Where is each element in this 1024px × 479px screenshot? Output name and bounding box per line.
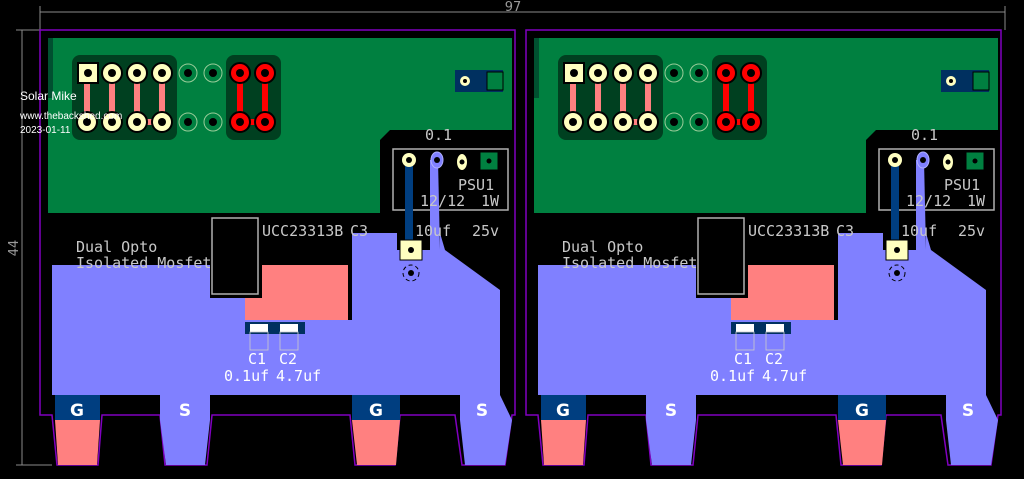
tab-label: S <box>476 401 488 421</box>
tab-label: G <box>556 401 570 421</box>
desc-line1: Dual Opto <box>562 238 643 256</box>
c1-label: C1 <box>248 350 266 368</box>
website-label: www.thebackshed.com <box>20 111 123 122</box>
edge-strip <box>48 38 53 98</box>
desc-line1: Dual Opto <box>76 238 157 256</box>
source-tab <box>160 395 210 465</box>
c2-label: C2 <box>765 350 783 368</box>
ic-footprint <box>697 217 745 295</box>
tab-label: S <box>962 401 974 421</box>
c3-value: 10uf <box>415 222 451 240</box>
date-label: 2023-01-11 <box>20 125 71 136</box>
c3-label: C3 <box>350 222 368 240</box>
header-pads <box>76 62 276 133</box>
c3-voltage: 25v <box>472 222 499 240</box>
tab-label: G <box>855 401 869 421</box>
psu-ratio: 12/12 <box>906 192 951 210</box>
dimension-width-label: 97 <box>505 0 522 15</box>
desc-line2: Isolated Mosfet <box>76 254 211 272</box>
author-label: Solar Mike <box>20 89 77 103</box>
c2-value: 4.7uf <box>762 367 807 385</box>
tab-label: G <box>369 401 383 421</box>
copper-pour-blue <box>538 233 986 395</box>
source-tab <box>646 395 696 465</box>
source-tab <box>946 395 998 465</box>
psu-top-label: 0.1 <box>911 126 938 144</box>
psu-ratio: 12/12 <box>420 192 465 210</box>
c1-value: 0.1uf <box>710 367 755 385</box>
ic-footprint <box>211 217 259 295</box>
tab-label: S <box>665 401 677 421</box>
psu-power: 1W <box>967 192 986 210</box>
tab-label: S <box>179 401 191 421</box>
copper-pour-blue <box>52 233 500 395</box>
psu-power: 1W <box>481 192 500 210</box>
dimension-height-label: 44 <box>7 240 22 257</box>
header-traces <box>84 73 165 125</box>
psu-outline <box>878 148 995 211</box>
ic-label: UCC23313B <box>262 222 343 240</box>
psu-top-label: 0.1 <box>425 126 452 144</box>
ic-label: UCC23313B <box>748 222 829 240</box>
dimension-width <box>39 6 1006 30</box>
c1-value: 0.1uf <box>224 367 269 385</box>
c2-label: C2 <box>279 350 297 368</box>
c1-label: C1 <box>734 350 752 368</box>
c3-voltage: 25v <box>958 222 985 240</box>
psu-ref: PSU1 <box>458 176 494 194</box>
jumper-traces <box>237 73 268 125</box>
source-tab <box>460 395 512 465</box>
psu-ref: PSU1 <box>944 176 980 194</box>
edge-strip <box>534 38 539 98</box>
c3-label: C3 <box>836 222 854 240</box>
pcb-board-2: 0.1 PSU1 12/12 1W Dual Opto Isolated Mos… <box>525 29 1002 466</box>
c3-value: 10uf <box>901 222 937 240</box>
c2-value: 4.7uf <box>276 367 321 385</box>
pcb-board: 0.1 PSU1 12/12 1W Dual Opto Isolated Mos… <box>39 29 516 466</box>
header-traces <box>570 73 651 125</box>
psu-outline <box>392 148 509 211</box>
dimension-height <box>16 29 52 466</box>
desc-line2: Isolated Mosfet <box>562 254 697 272</box>
jumper-traces <box>723 73 754 125</box>
header-pads <box>562 62 762 133</box>
tab-label: G <box>70 401 84 421</box>
